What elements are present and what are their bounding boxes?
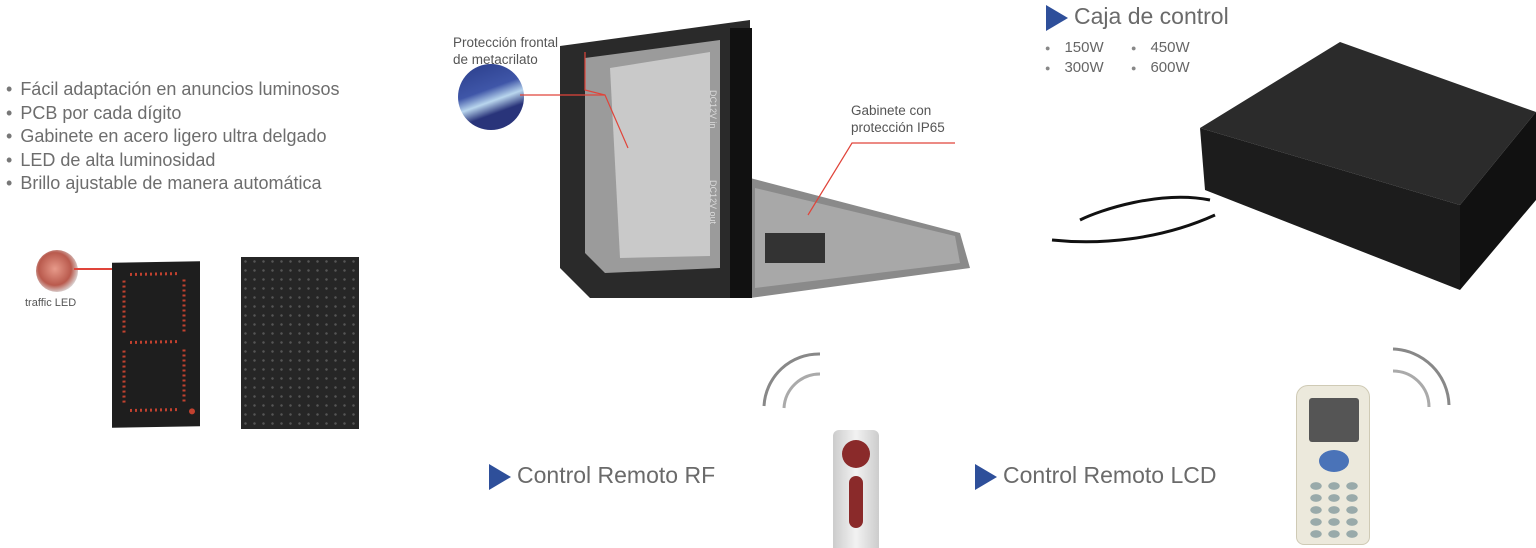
front-protection-label: Protección frontal de metacrilato xyxy=(453,34,558,68)
ip65-label-line1: Gabinete con xyxy=(851,103,932,118)
led-pointer-line xyxy=(74,268,126,270)
feature-item: Fácil adaptación en anuncios luminosos xyxy=(6,78,339,102)
feature-item: Gabinete en acero ligero ultra delgado xyxy=(6,125,340,149)
wattage-option: 150W xyxy=(1045,38,1131,58)
lcd-remote-image xyxy=(1296,385,1370,545)
led-closeup-image xyxy=(36,250,78,292)
acrylic-closeup-image xyxy=(458,64,524,130)
signal-waves-icon xyxy=(1392,347,1451,408)
play-arrow-icon xyxy=(1046,4,1068,31)
front-protection-label-line2: de metacrilato xyxy=(453,52,538,67)
wattage-option: 450W xyxy=(1131,38,1217,58)
ip65-label: Gabinete con protección IP65 xyxy=(851,102,945,136)
feature-item: Brillo ajustable de manera automática xyxy=(6,172,340,196)
control-box-image xyxy=(1040,40,1536,290)
lcd-remote-heading: Control Remoto LCD xyxy=(975,462,1216,490)
signal-waves-icon xyxy=(762,352,821,409)
rf-remote-image xyxy=(833,430,879,548)
cabinet-image xyxy=(560,18,970,298)
feature-item: LED de alta luminosidad xyxy=(6,149,340,173)
wattage-option: 300W xyxy=(1045,58,1131,78)
rf-remote-title: Control Remoto RF xyxy=(517,462,716,488)
led-label: traffic LED xyxy=(25,297,77,309)
control-box-heading: Caja de control xyxy=(1046,3,1229,31)
feature-list: Fácil adaptación en anuncios luminosos P… xyxy=(6,78,340,196)
rf-remote-heading: Control Remoto RF xyxy=(489,462,715,490)
play-arrow-icon xyxy=(489,463,511,490)
wattage-option: 600W xyxy=(1131,58,1217,78)
front-protection-label-line1: Protección frontal xyxy=(453,35,559,50)
lcd-remote-title: Control Remoto LCD xyxy=(1003,462,1217,488)
control-box-title: Caja de control xyxy=(1074,3,1229,29)
wattage-list: 150W450W 300W600W xyxy=(1045,38,1245,78)
feature-item: PCB por cada dígito xyxy=(6,102,340,126)
pcb-back-image xyxy=(241,257,359,429)
play-arrow-icon xyxy=(975,463,997,490)
digit-display-front-image xyxy=(112,261,200,428)
ip65-label-line2: protección IP65 xyxy=(851,120,945,135)
